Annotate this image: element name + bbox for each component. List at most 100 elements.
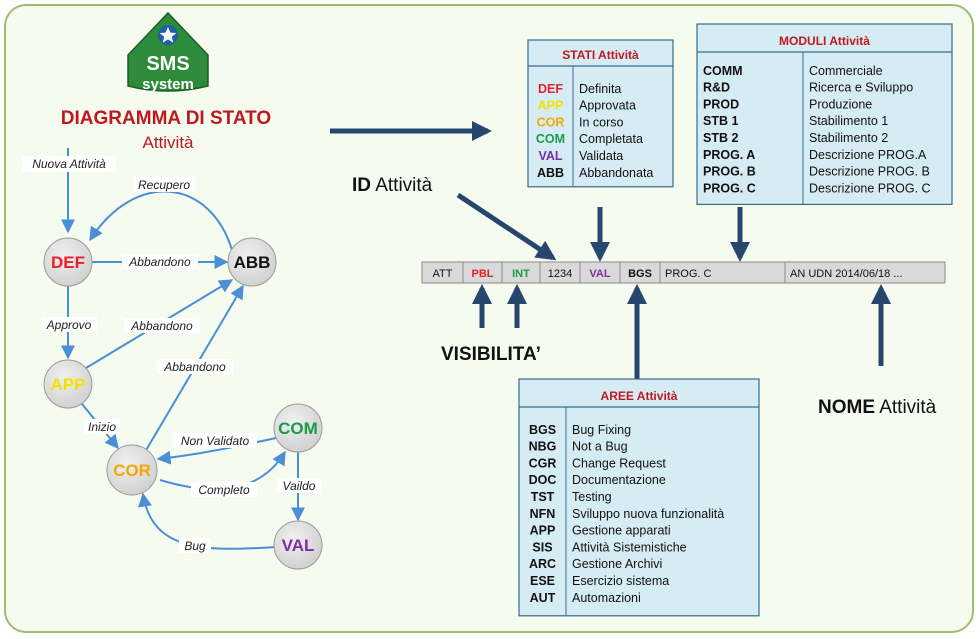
- box-row-code: NFN: [530, 507, 556, 521]
- arrow-id: [456, 192, 557, 261]
- state-node-label: DEF: [51, 253, 85, 272]
- box-row-code: AUT: [530, 591, 556, 605]
- state-node-def: DEF: [43, 237, 93, 287]
- edge-label-abbandono-app: Abbandono: [130, 319, 193, 333]
- logo: SMS system: [127, 11, 209, 93]
- logo-top-text: SMS: [146, 53, 189, 75]
- box-row-code: COR: [537, 115, 565, 129]
- box-row-code: APP: [538, 99, 564, 113]
- box-row-code: ESE: [530, 574, 555, 588]
- state-node-label: VAL: [282, 536, 315, 555]
- state-node-circle: [106, 444, 158, 496]
- edge-label-completo: Completo: [198, 483, 250, 497]
- state-node-circle: [227, 237, 277, 287]
- nome-attivita-rest: Attività: [875, 397, 937, 418]
- id-bar-segment: 1234: [548, 268, 572, 280]
- id-bar-segment: PROG. C: [665, 268, 712, 280]
- state-node-label: COR: [113, 461, 151, 480]
- star-icon: [159, 27, 177, 43]
- box-row-code: NBG: [529, 440, 557, 454]
- logo-shield-icon: [127, 11, 209, 92]
- nome-attivita-bold: NOME: [818, 397, 875, 418]
- box-row-desc: Approvata: [579, 99, 636, 113]
- box-row-desc: Descrizione PROG. B: [809, 165, 930, 179]
- box-row-code: TST: [531, 490, 555, 504]
- box-row-code: PROG. B: [703, 165, 756, 179]
- box-row-code: PROG. C: [703, 181, 756, 195]
- aree-title: AREE Attività: [601, 389, 678, 403]
- box-row-desc: Automazioni: [572, 591, 641, 605]
- box-row-code: STB 2: [703, 131, 738, 145]
- box-row-desc: Descrizione PROG.A: [809, 148, 927, 162]
- edge-label-abbandono-def: Abbandono: [128, 255, 191, 269]
- edge-label-abbandono-cor: Abbandono: [163, 360, 226, 374]
- edge-label-approvo: Approvo: [46, 318, 92, 332]
- edge-label-recupero: Recupero: [138, 178, 190, 192]
- box-row-code: BGS: [529, 423, 556, 437]
- state-node-circle: [273, 403, 323, 453]
- edge-label-vaildo: Vaildo: [283, 479, 316, 493]
- edge-recupero: [89, 190, 233, 251]
- box-row-code: DOC: [529, 473, 557, 487]
- state-node-circle: [43, 237, 93, 287]
- state-node-circle: [43, 359, 93, 409]
- diagram-title: DIAGRAMMA DI STATO: [61, 108, 271, 129]
- id-bar-segment: BGS: [628, 268, 652, 280]
- box-row-desc: Attività Sistemistiche: [572, 540, 687, 554]
- box-row-code: COMM: [703, 64, 743, 78]
- box-row-desc: Not a Bug: [572, 440, 628, 454]
- box-row-code: SIS: [532, 540, 552, 554]
- box-row-code: R&D: [703, 81, 730, 95]
- box-row-code: CGR: [529, 456, 557, 470]
- id-bar-segment: PBL: [472, 268, 494, 280]
- box-row-desc: Change Request: [572, 456, 666, 470]
- aree-background: [518, 378, 760, 617]
- box-row-code: PROD: [703, 97, 739, 111]
- box-row-code: ARC: [529, 557, 556, 571]
- box-row-desc: Sviluppo nuova funzionalità: [572, 507, 724, 521]
- box-row-desc: Abbandonata: [579, 166, 653, 180]
- nome-attivita-label: NOME Attività: [818, 397, 937, 418]
- box-row-code: VAL: [538, 149, 562, 163]
- id-bar-segment: VAL: [589, 268, 610, 280]
- box-row-desc: Documentazione: [572, 473, 666, 487]
- box-row-desc: In corso: [579, 115, 624, 129]
- edge-label-bug: Bug: [184, 539, 206, 553]
- id-bar-segment: ATT: [433, 268, 453, 280]
- state-node-com: COM: [273, 403, 323, 453]
- box-row-desc: Ricerca e Sviluppo: [809, 81, 913, 95]
- box-row-code: STB 1: [703, 114, 738, 128]
- box-row-desc: Produzione: [809, 97, 872, 111]
- box-row-desc: Descrizione PROG. C: [809, 181, 931, 195]
- box-row-desc: Stabilimento 1: [809, 114, 888, 128]
- id-attivita-bold: ID: [352, 175, 371, 196]
- edge-label-nuova-attivita: Nuova Attività: [32, 157, 106, 171]
- state-node-abb: ABB: [227, 237, 277, 287]
- box-row-desc: Testing: [572, 490, 612, 504]
- visibilita-label: VISIBILITA’: [441, 344, 541, 365]
- edge-non-validato: [156, 437, 277, 465]
- box-row-desc: Definita: [579, 82, 621, 96]
- box-row-code: APP: [530, 524, 556, 538]
- state-node-label: ABB: [234, 253, 271, 272]
- box-row-code: COM: [536, 132, 565, 146]
- id-attivita-label: ID Attività: [352, 175, 433, 196]
- box-row-code: DEF: [538, 82, 563, 96]
- edge-label-non-validato: Non Validato: [181, 434, 250, 448]
- box-row-desc: Gestione apparati: [572, 524, 671, 538]
- state-node-circle: [273, 520, 323, 570]
- box-row-desc: Stabilimento 2: [809, 131, 888, 145]
- box-row-desc: Commerciale: [809, 64, 883, 78]
- logo-bottom-text: system: [142, 76, 194, 93]
- box-row-code: PROG. A: [703, 148, 755, 162]
- box-row-desc: Validata: [579, 149, 623, 163]
- id-bar-segment: INT: [512, 268, 530, 280]
- moduli-title: MODULI Attività: [779, 34, 870, 48]
